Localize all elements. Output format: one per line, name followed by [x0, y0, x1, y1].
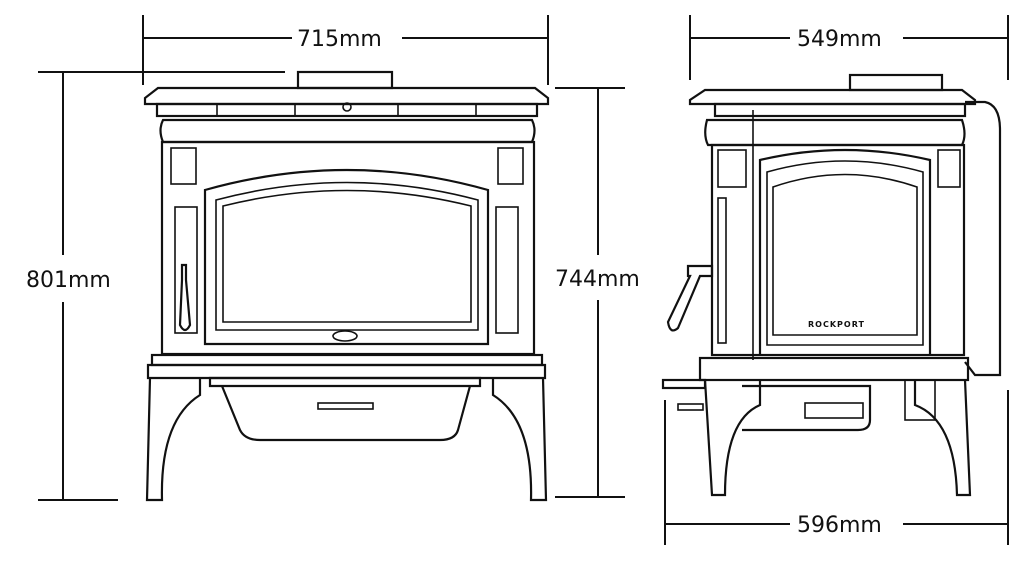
front-upper-molding — [159, 118, 536, 144]
rear-heat-shield — [964, 100, 1002, 377]
ash-drawer-handle — [317, 402, 374, 410]
front-handle — [178, 263, 192, 332]
front-view-stove — [143, 70, 550, 502]
side-view-stove: ROCKPORT — [661, 73, 1002, 497]
front-door — [215, 181, 479, 331]
dimension-side-total-depth: 596mm — [664, 390, 1009, 545]
ash-lip — [661, 378, 707, 390]
side-total-depth-label: 596mm — [797, 513, 882, 538]
leg-height-label: 744mm — [555, 267, 640, 292]
side-base — [698, 356, 970, 382]
side-front-leg — [703, 379, 762, 497]
front-left-leg — [145, 377, 202, 502]
front-base-molding — [150, 353, 544, 367]
side-rear-leg — [913, 379, 972, 497]
brand-label: ROCKPORT — [808, 320, 865, 329]
side-depth-label: 549mm — [797, 27, 882, 52]
side-door-frame — [758, 148, 932, 355]
front-flue-collar — [296, 70, 394, 90]
front-door-latch — [332, 330, 358, 342]
front-width-label: 715mm — [297, 27, 382, 52]
dimension-front-width: 715mm — [142, 15, 549, 85]
ash-drawer — [220, 385, 472, 442]
front-glass — [222, 189, 472, 323]
front-top-plate — [143, 86, 550, 106]
dimension-side-depth: 549mm — [689, 15, 1009, 80]
side-flue-collar — [848, 73, 944, 92]
side-top-plate — [688, 88, 977, 106]
side-door — [766, 160, 924, 346]
front-height-label: 801mm — [26, 268, 111, 293]
side-body — [710, 143, 966, 357]
side-ash-drawer — [742, 384, 872, 432]
side-glass — [772, 173, 918, 336]
side-handle — [666, 264, 714, 332]
side-upper-molding — [704, 118, 966, 147]
front-right-leg — [491, 377, 548, 502]
front-top-band — [155, 102, 539, 118]
dimension-front-height: 801mm — [26, 71, 285, 501]
front-door-frame — [203, 168, 490, 346]
damper-knob — [342, 102, 352, 112]
dimension-leg-height: 744mm — [555, 87, 640, 498]
